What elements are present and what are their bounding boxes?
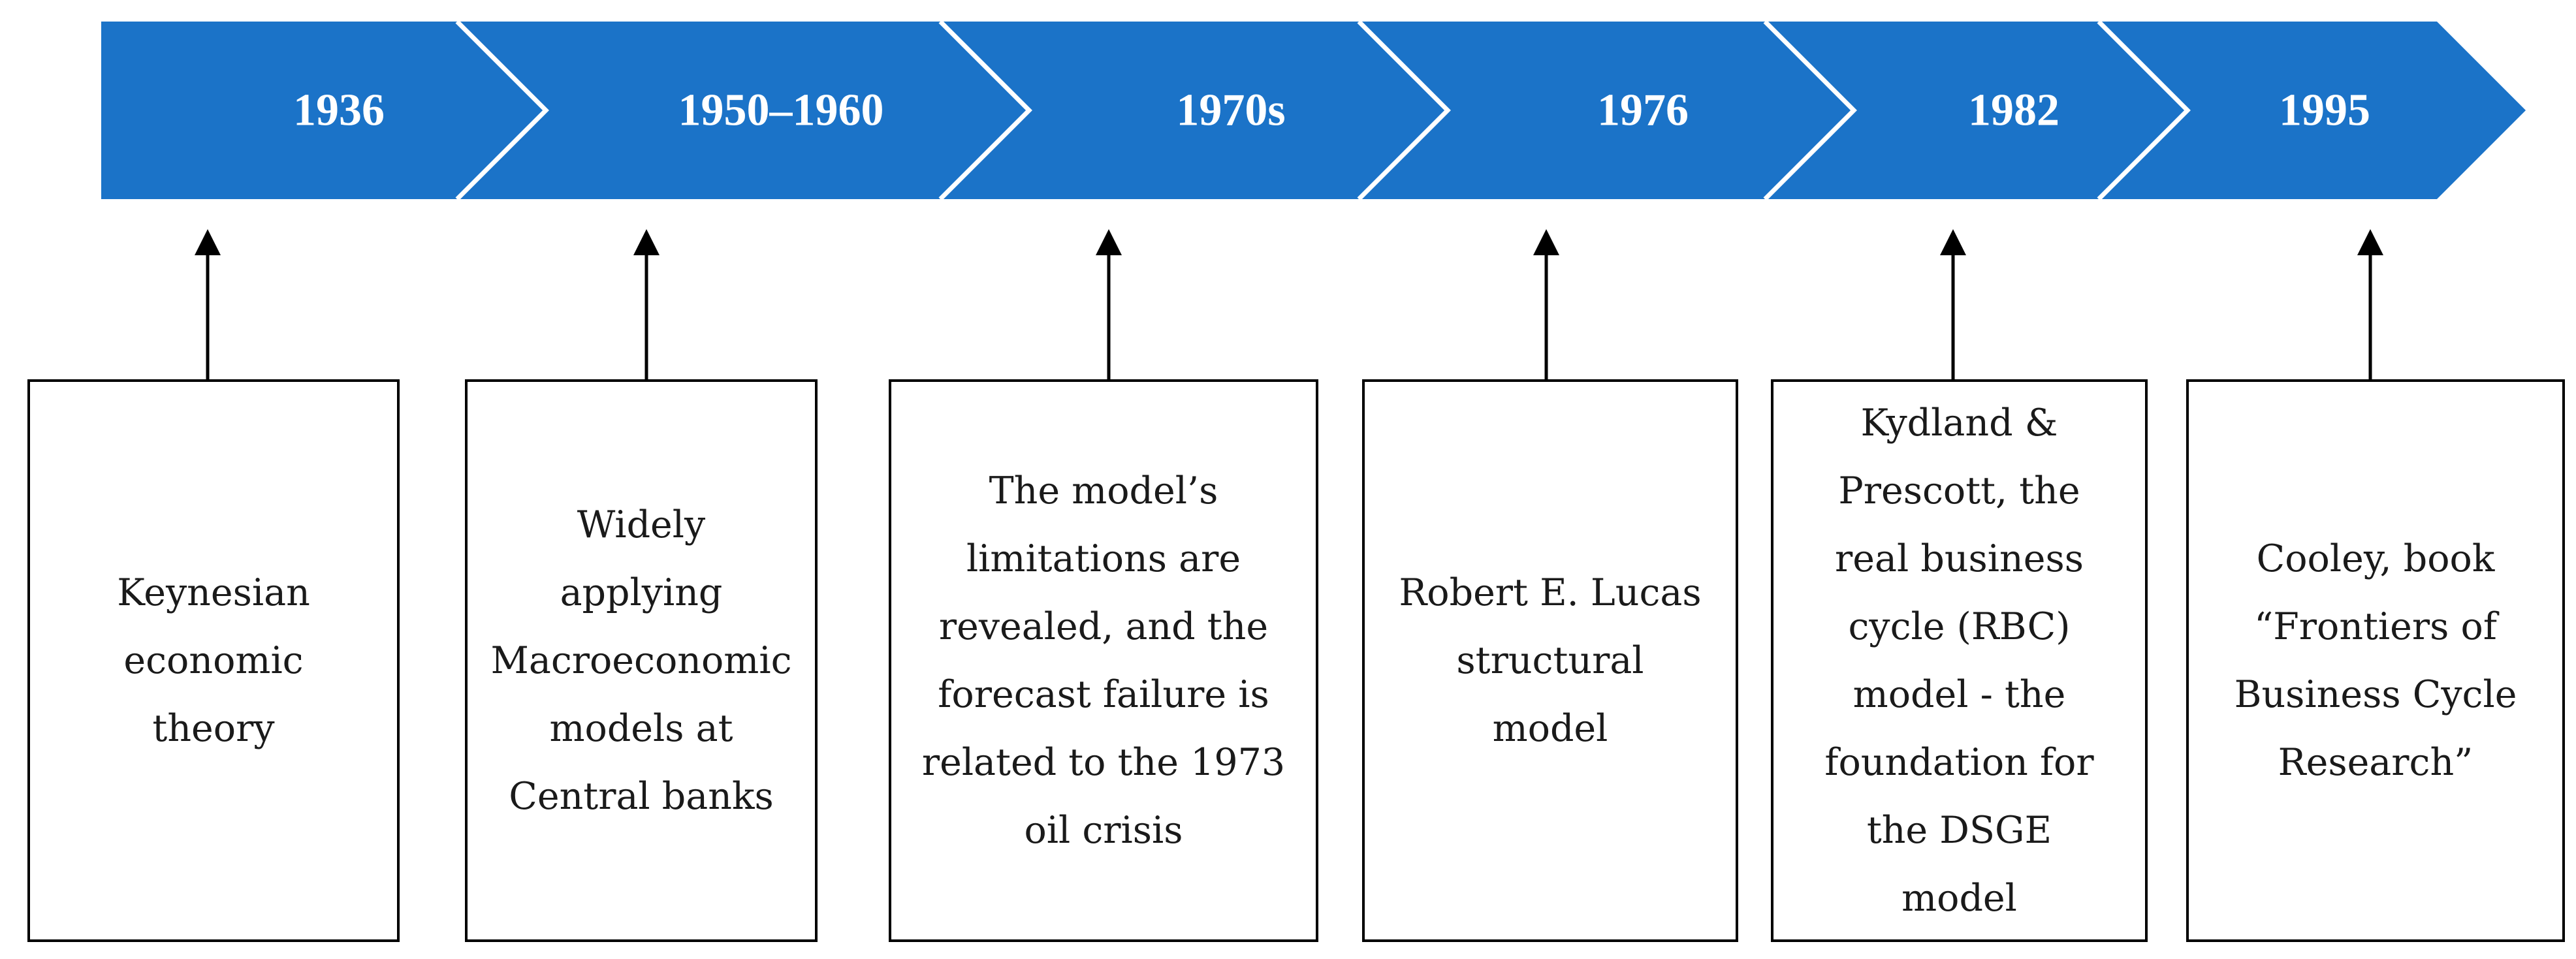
arrowhead-icon [195,229,221,255]
timeline-arrow [101,20,2526,201]
chevron-divider [1763,20,1857,201]
event-description: The model’s limitations are revealed, an… [921,469,1286,852]
year-label: 1982 [1968,86,2059,136]
year-label: 1950–1960 [678,86,884,136]
chevron-divider [455,20,549,201]
timeline-arrow-body [101,22,2526,199]
event-box: Keynesian economic theory [27,379,400,942]
arrowhead-icon [1533,229,1559,255]
event-box: Cooley, book “Frontiers of Business Cycl… [2186,379,2565,942]
arrowhead-icon [2357,229,2383,255]
event-description: Keynesian economic theory [117,571,310,750]
chevron-divider [2097,20,2191,201]
event-box: Kydland & Prescott, the real business cy… [1771,379,2148,942]
year-labels: 1936 1950–1960 1970s 1976 1982 1995 [293,86,2370,136]
chevron-divider [1357,20,1451,201]
event-description: Cooley, book “Frontiers of Business Cycl… [2234,537,2517,784]
arrowhead-icon [1940,229,1966,255]
year-label: 1995 [2279,86,2370,136]
event-description: Kydland & Prescott, the real business cy… [1824,401,2094,920]
event-box: Robert E. Lucas structural model [1362,379,1738,942]
event-box: The model’s limitations are revealed, an… [889,379,1318,942]
year-label: 1936 [293,86,385,136]
event-description: Widely applying Macroeconomic models at … [490,503,792,818]
arrowhead-icon [633,229,660,255]
event-description: Robert E. Lucas structural model [1399,571,1702,750]
connector-layer [195,229,2383,379]
year-label: 1970s [1176,86,1285,136]
year-label: 1976 [1597,86,1689,136]
arrowhead-icon [1096,229,1122,255]
event-box: Widely applying Macroeconomic models at … [465,379,818,942]
chevron-divider [938,20,1032,201]
